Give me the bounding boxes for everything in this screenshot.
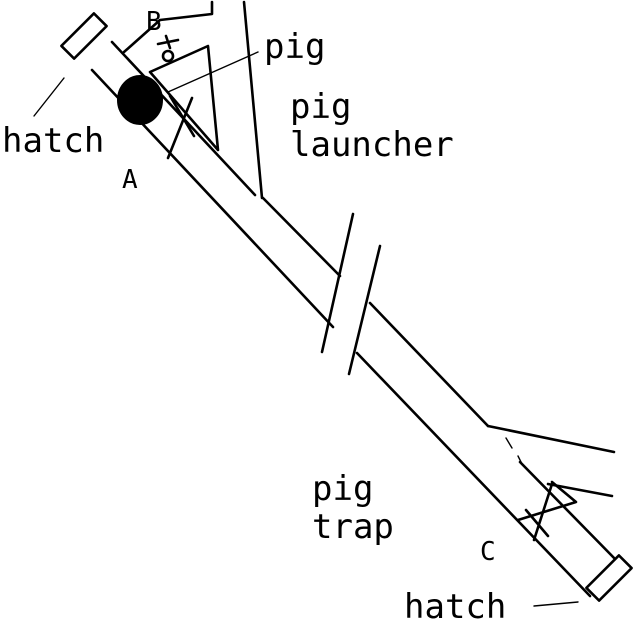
trap-branch-dashes: [505, 437, 523, 465]
hatch-bottom: [585, 554, 633, 602]
launcher-branch: [122, 0, 264, 200]
valve-a-label: A: [122, 165, 138, 195]
leader-lines: [33, 51, 579, 607]
valve-b-stem: [161, 49, 175, 63]
pig-leader-line: [167, 51, 259, 93]
hatch-top-leader-line: [33, 77, 65, 117]
break-line-left: [320, 212, 355, 354]
launcher-vessel-outline: [148, 44, 220, 152]
trap-label-line1: pig: [312, 469, 373, 509]
valve-b: [156, 34, 180, 63]
valve-b-symbol: [156, 34, 180, 50]
trap-vessel: [516, 480, 578, 542]
launcher-branch-wall-top: [122, 0, 214, 54]
valve-c-cross: [524, 482, 554, 542]
valve-c-label: C: [480, 537, 496, 567]
pipe-break-marks: [320, 212, 382, 376]
launcher-label-line1: pig: [290, 87, 351, 127]
break-line-right: [347, 244, 382, 376]
trap-branch-wall-top: [486, 424, 616, 454]
hatch-top-cap: [60, 12, 108, 60]
pipe-wall-lower-mid: [355, 351, 592, 598]
hatch-bottom-leader-line: [533, 601, 579, 607]
valve-b-label: B: [146, 7, 162, 37]
trap-vessel-outline: [516, 480, 578, 522]
trap-label-line2: trap: [312, 507, 394, 547]
valve-a-cross: [166, 94, 196, 160]
hatch-bottom-cap: [585, 554, 633, 602]
pipe-wall-upper-lower: [368, 301, 490, 428]
launcher-label-line2: launcher: [290, 125, 454, 165]
pig: [117, 75, 163, 125]
launcher-vessel: [148, 44, 220, 160]
pig-body: [117, 75, 163, 125]
pipe-wall-upper-end: [518, 460, 620, 564]
hatch-bottom-label: hatch: [404, 587, 506, 622]
launcher-branch-wall-left: [242, 0, 264, 200]
hatch-top-label: hatch: [2, 121, 104, 161]
hatch-top: [60, 12, 108, 60]
pipe-wall-upper-mid: [261, 196, 342, 278]
pig-label: pig: [264, 27, 325, 67]
